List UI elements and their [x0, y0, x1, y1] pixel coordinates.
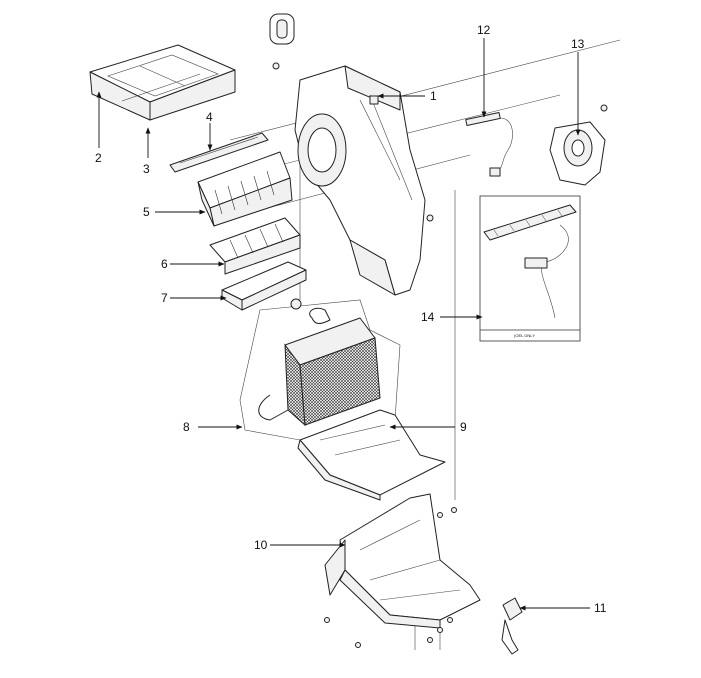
part-lower-case — [324, 493, 481, 629]
callout-14: 14 — [421, 310, 435, 324]
part-mode-door — [209, 217, 301, 275]
part-drain-hose — [501, 597, 523, 655]
callout-4: 4 — [206, 110, 213, 124]
part-blower-housing — [294, 65, 426, 296]
part-grommet — [269, 13, 295, 45]
inset-note: (OEL ONLY — [514, 333, 535, 338]
inset-heater-core-box: (OEL ONLY — [479, 195, 581, 342]
callout-1: 1 — [430, 89, 437, 103]
part-actuator — [549, 104, 608, 186]
callout-7: 7 — [161, 291, 168, 305]
callout-3: 3 — [143, 162, 150, 176]
callout-2: 2 — [95, 151, 102, 165]
callout-11: 11 — [594, 601, 607, 615]
callout-8: 8 — [183, 420, 190, 434]
callout-leaders — [96, 38, 590, 611]
callout-13: 13 — [571, 37, 585, 51]
part-sensor — [465, 112, 513, 177]
callout-12: 12 — [477, 23, 491, 37]
part-filter-cover — [89, 44, 236, 121]
callout-9: 9 — [460, 420, 467, 434]
callout-6: 6 — [161, 257, 168, 271]
part-lower-case-upper — [297, 409, 446, 501]
part-evaporator — [239, 298, 401, 441]
callout-10: 10 — [254, 538, 268, 552]
part-bracket — [221, 261, 307, 311]
part-filter-rail — [169, 132, 269, 173]
screws — [272, 62, 457, 648]
callout-5: 5 — [143, 205, 150, 219]
part-intake-door — [197, 151, 293, 227]
callout-labels: 1 2 3 4 5 6 7 8 9 10 11 12 13 14 — [95, 23, 607, 615]
